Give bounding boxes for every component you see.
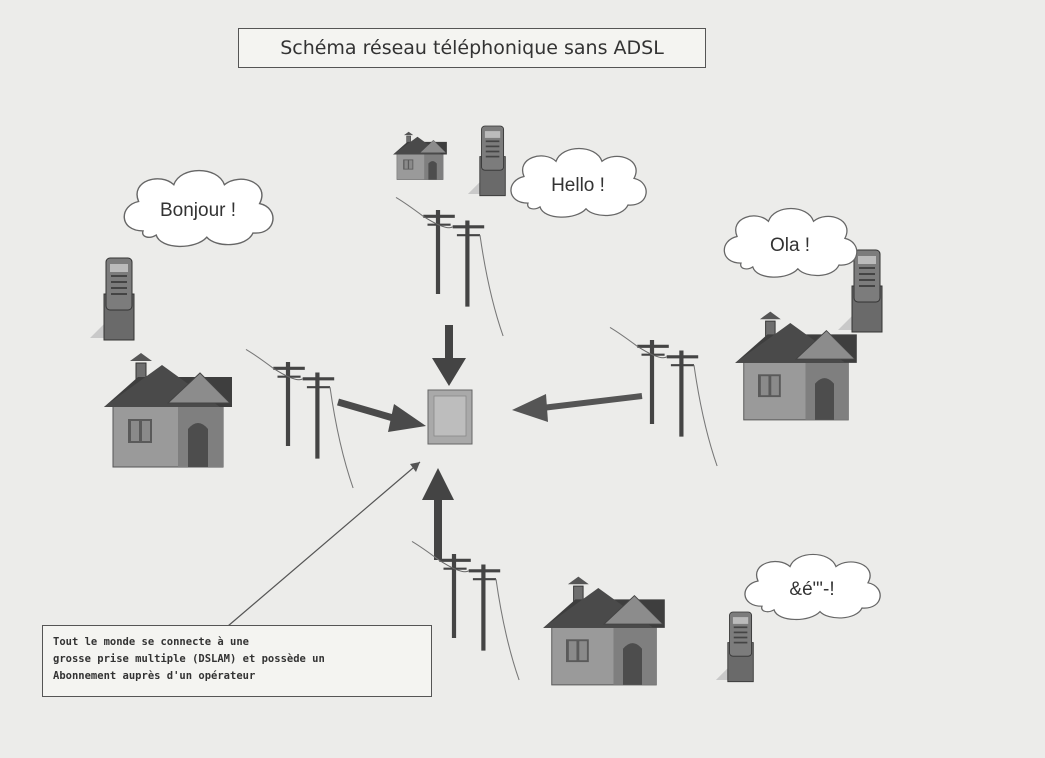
- pointer-line: [227, 461, 421, 627]
- dslam-box: [427, 389, 473, 445]
- phone-left: [89, 257, 135, 341]
- bubble-hello-text: Hello !: [551, 175, 605, 196]
- poles-top: [396, 197, 503, 336]
- house-top: [392, 131, 448, 180]
- note-line-1: Tout le monde se connecte à une: [53, 636, 249, 648]
- house-bottom: [542, 576, 666, 686]
- poles-left: [246, 349, 353, 488]
- house-right: [734, 311, 858, 421]
- arrow-top: [432, 325, 466, 386]
- arrow-left: [337, 398, 426, 432]
- bubble-bonjour-text: Bonjour !: [159, 200, 237, 221]
- arrow-right: [512, 393, 643, 422]
- phone-bottom: [715, 611, 755, 683]
- note-line-3: Abonnement auprès d'un opérateur: [53, 669, 256, 682]
- bubble-symbols-text: &é"'-!: [789, 579, 835, 600]
- house-left: [103, 352, 233, 468]
- diagram-title: Schéma réseau téléphonique sans ADSL: [238, 28, 706, 68]
- dslam-note: Tout le monde se connecte à une grosse p…: [42, 625, 432, 697]
- arrow-bottom: [422, 468, 454, 560]
- note-line-2: grosse prise multiple (DSLAM) et possède…: [53, 652, 325, 665]
- phone-top: [467, 125, 507, 197]
- bubble-ola-text: Ola !: [769, 235, 811, 256]
